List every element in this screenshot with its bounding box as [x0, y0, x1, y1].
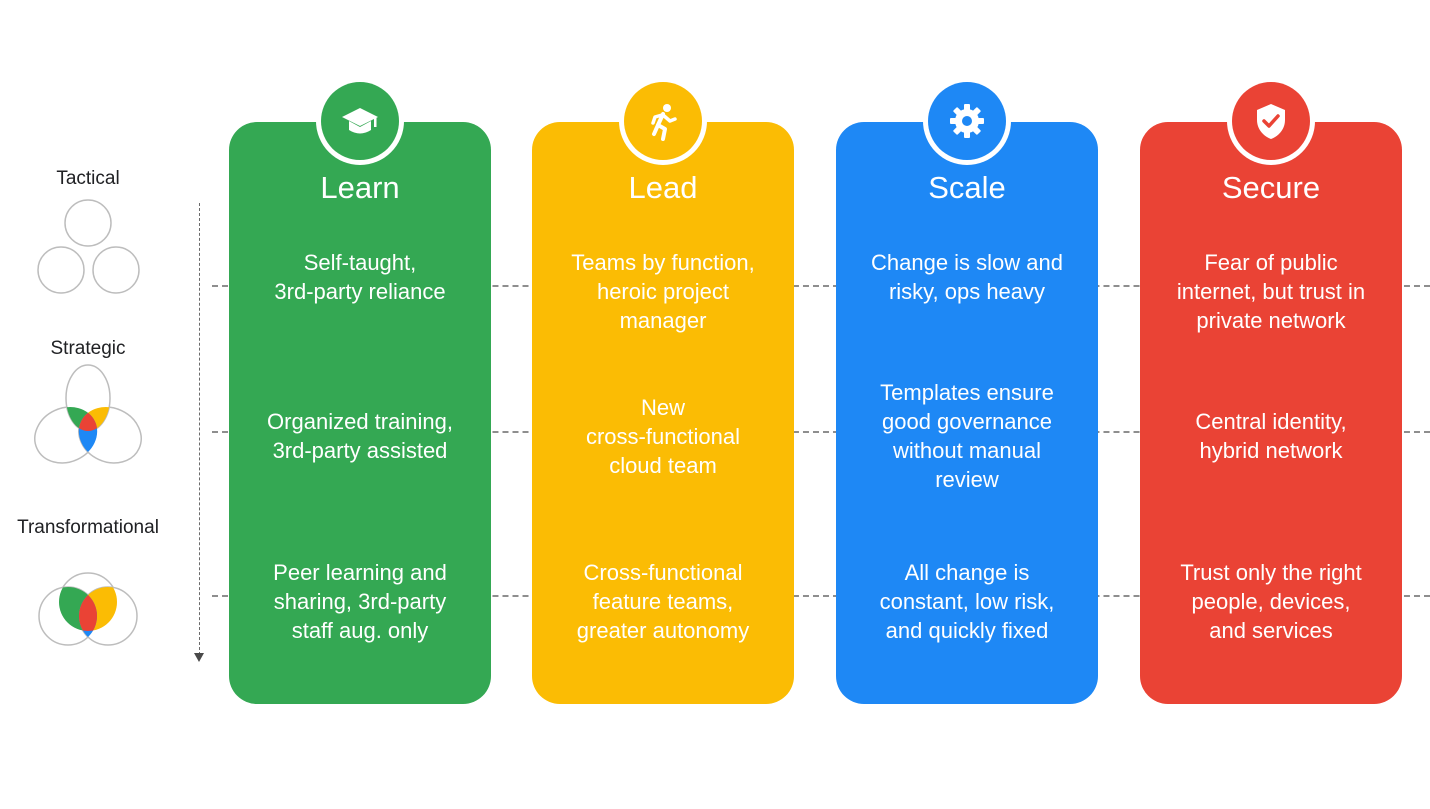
- progression-axis: [199, 203, 200, 655]
- badge-scale: [923, 77, 1011, 165]
- row-divider-tactical: [212, 285, 1430, 287]
- column-title-scale: Scale: [928, 170, 1006, 205]
- column-title-lead: Lead: [628, 170, 698, 205]
- shield-check-icon: [1257, 104, 1285, 139]
- tactical-venn-icon: [37, 199, 140, 294]
- row-divider-strategic: [212, 431, 1430, 433]
- cell-learn-tactical: Self-taught,3rd-party reliance: [274, 250, 446, 304]
- badge-lead: [619, 77, 707, 165]
- row-divider-transformational: [212, 595, 1430, 597]
- stage-label-tactical: Tactical: [56, 168, 120, 189]
- transformational-venn-icon: [38, 572, 138, 646]
- column-title-secure: Secure: [1221, 170, 1321, 205]
- column-card-learn: Learn Self-taught,3rd-party reliance Org…: [229, 77, 491, 704]
- column-title-learn: Learn: [320, 170, 400, 205]
- cell-secure-strategic: Central identity,hybrid network: [1195, 409, 1347, 463]
- cell-learn-strategic: Organized training,3rd-party assisted: [267, 409, 453, 463]
- gear-icon: [950, 104, 984, 138]
- stage-label-strategic: Strategic: [50, 338, 126, 359]
- running-person-icon: [651, 104, 677, 141]
- graduation-cap-icon: [342, 108, 378, 134]
- strategic-venn-icon: [34, 364, 142, 464]
- axis-arrow-down-icon: [194, 653, 204, 662]
- badge-learn: [316, 77, 404, 165]
- badge-secure: [1227, 77, 1315, 165]
- stage-label-transformational: Transformational: [17, 517, 159, 538]
